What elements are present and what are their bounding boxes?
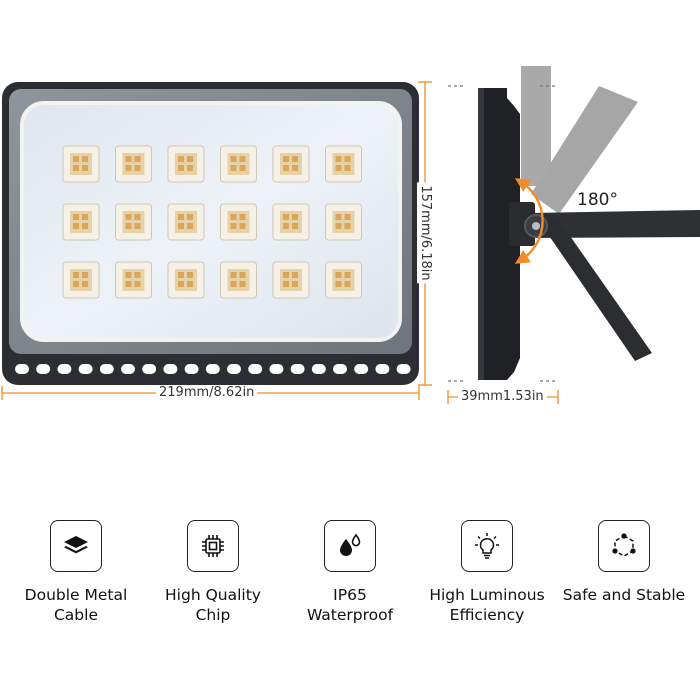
feature-list: Double Metal Cable High Quality Chip IP6…	[0, 520, 700, 660]
bracket-arm-down	[541, 216, 652, 361]
feature-label: High Luminous Efficiency	[429, 586, 545, 624]
led-chip	[167, 203, 205, 241]
led-chip	[272, 203, 310, 241]
vent-slot	[227, 364, 241, 374]
feature-high-quality-chip: High Quality Chip	[145, 520, 281, 660]
led-chip	[167, 261, 205, 299]
bracket-arm-horizontal	[531, 210, 700, 238]
feature-label: IP65 Waterproof	[306, 586, 394, 624]
vent-slot	[333, 364, 347, 374]
rotation-arc	[514, 178, 544, 264]
feature-icon-box	[324, 520, 376, 572]
hexagon-network-icon	[612, 533, 636, 557]
feature-icon-box	[187, 520, 239, 572]
water-drops-icon	[340, 533, 361, 556]
led-chip-grid	[62, 145, 362, 299]
vent-slot	[205, 364, 220, 374]
led-chip	[62, 145, 100, 183]
vent-slot	[354, 364, 369, 374]
rotation-angle-label: 180°	[577, 190, 618, 210]
feature-label: Double Metal Cable	[24, 586, 128, 624]
floodlight-illustration	[1, 66, 700, 404]
vent-slot	[269, 364, 284, 374]
width-label: 219mm/8.62in	[156, 385, 258, 401]
vent-slot	[36, 364, 51, 374]
led-chip	[220, 261, 257, 299]
led-chip	[325, 203, 362, 241]
side-view	[478, 66, 700, 380]
stacked-layers-icon	[64, 536, 88, 554]
feature-safe-and-stable: Safe and Stable	[556, 520, 692, 660]
led-chip	[115, 145, 152, 183]
light-bulb-icon	[475, 533, 499, 559]
feature-high-luminous-efficiency: High Luminous Efficiency	[419, 520, 555, 660]
height-label: 157mm/6.18in	[417, 182, 433, 284]
vent-slot	[375, 364, 390, 374]
feature-icon-box	[598, 520, 650, 572]
side-housing	[479, 88, 520, 380]
feature-ip65-waterproof: IP65 Waterproof	[282, 520, 418, 660]
led-chip	[325, 145, 362, 183]
vent-slot	[57, 364, 72, 374]
feature-icon-box	[50, 520, 102, 572]
front-view	[2, 82, 419, 385]
vent-slot	[248, 364, 263, 374]
feature-label: High Quality Chip	[165, 586, 261, 624]
vent-slot	[78, 364, 93, 374]
led-chip	[272, 261, 310, 299]
led-chip	[167, 145, 205, 183]
heat-sink-vents	[15, 364, 411, 374]
vent-slot	[99, 364, 114, 374]
led-chip	[220, 145, 257, 183]
vent-slot	[311, 364, 326, 374]
bracket-ghost-vertical	[521, 66, 551, 186]
feature-double-metal-cable: Double Metal Cable	[8, 520, 144, 660]
vent-slot	[290, 364, 305, 374]
led-chip	[325, 261, 362, 299]
side-housing-edge	[478, 88, 484, 380]
vent-slot	[121, 364, 135, 374]
vent-slot	[163, 364, 178, 374]
chip-icon	[202, 535, 224, 557]
vent-slot	[142, 364, 157, 374]
feature-label: Safe and Stable	[562, 586, 686, 604]
led-chip	[115, 203, 152, 241]
hinge-bolt-head	[532, 222, 540, 230]
vent-slot	[184, 364, 199, 374]
led-chip	[62, 261, 100, 299]
led-chip	[272, 145, 310, 183]
led-chip	[62, 203, 100, 241]
vent-slot	[396, 364, 411, 374]
feature-icon-box	[461, 520, 513, 572]
vent-slot	[15, 364, 29, 374]
bracket-ghost-angled	[531, 86, 638, 214]
led-chip	[115, 261, 152, 299]
depth-label: 39mm1.53in	[458, 389, 547, 405]
led-chip	[220, 203, 257, 241]
